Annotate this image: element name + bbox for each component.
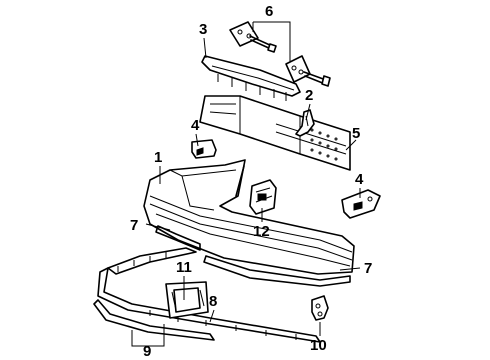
callout-4-right: 4 <box>355 171 364 188</box>
callout-8: 8 <box>209 293 217 310</box>
callout-7-left: 7 <box>130 217 138 234</box>
callout-11: 11 <box>176 259 192 276</box>
callout-10: 10 <box>310 337 327 354</box>
callout-3: 3 <box>199 21 207 38</box>
callout-1: 1 <box>154 149 162 166</box>
part-12-bracket <box>249 179 277 215</box>
part-10-clip <box>311 295 329 321</box>
part-4-bracket-left <box>191 139 217 159</box>
callout-2: 2 <box>305 87 313 104</box>
callout-labels: 1 2 3 4 4 5 6 7 7 8 9 10 11 12 <box>130 3 372 360</box>
leader-lines <box>131 21 361 347</box>
part-5-impact-bar <box>199 95 351 171</box>
part-9-inner-trim <box>93 299 215 341</box>
part-6-bracket-lower <box>285 55 331 87</box>
part-8-outer-trim <box>97 247 321 343</box>
impact-bar-holes <box>310 128 338 161</box>
callout-6: 6 <box>265 3 273 20</box>
callout-5: 5 <box>352 125 360 142</box>
part-11-license-bracket <box>165 281 209 319</box>
callout-12: 12 <box>253 223 270 240</box>
part-4-bracket-right <box>341 189 381 219</box>
callout-4-left: 4 <box>191 117 200 134</box>
part-7-molding-right <box>203 255 351 287</box>
part-3-upper-strip <box>201 55 301 101</box>
callout-9: 9 <box>143 343 151 360</box>
part-7-molding-left <box>155 225 201 251</box>
callout-7-right: 7 <box>364 260 372 277</box>
part-1-bumper-fascia <box>143 159 355 275</box>
part-6-bracket-upper <box>229 21 277 53</box>
